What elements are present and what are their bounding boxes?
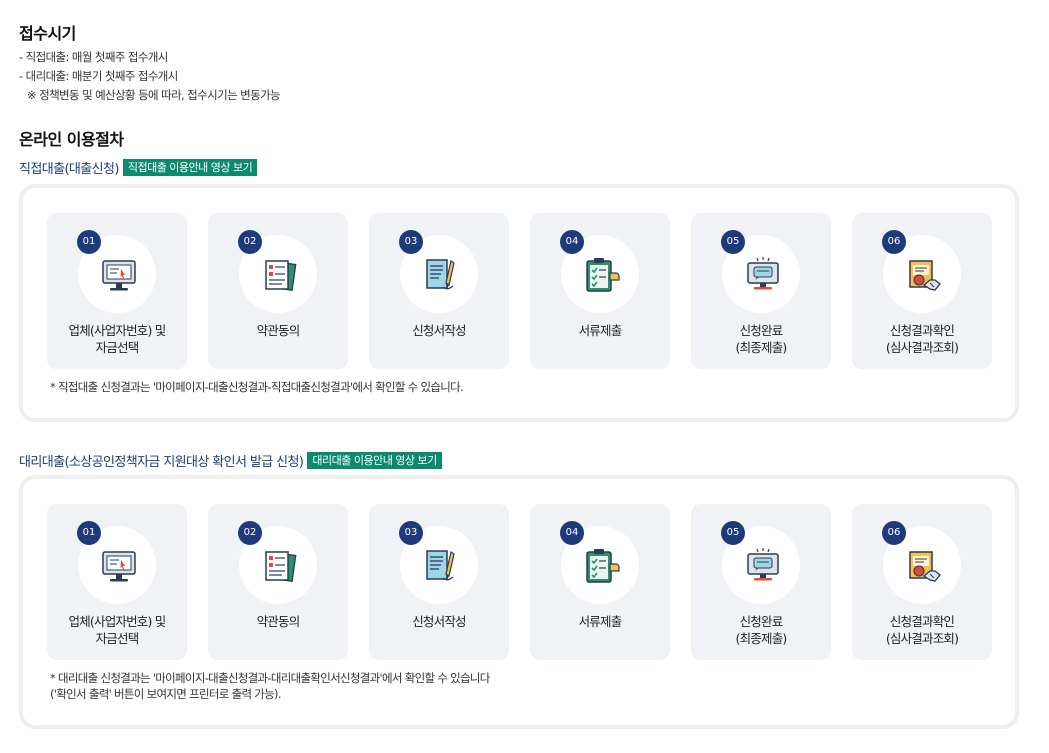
step-number-badge: 04 <box>560 521 584 545</box>
direct-step-card-02: 02 약관동의 <box>208 213 348 369</box>
reception-title: 접수시기 <box>19 24 76 43</box>
step-number-badge: 01 <box>77 521 101 545</box>
step-label: 업체(사업자번호) 및 자금선택 <box>68 323 167 355</box>
proxy-step-card-06: 06 신청결과확인 (심사결과조회) <box>852 504 992 660</box>
form-pen-icon <box>426 550 455 581</box>
proxy-loan-steps-panel: 01 업체(사업자번호) 및 자금선택 02 약관동의 03 <box>19 475 1019 729</box>
proxy-loan-note: * 대리대출 신청결과는 '마이페이지-대출신청결과-대리대출확인서신청결과'에… <box>50 671 490 685</box>
proxy-step-card-02: 02 약관동의 <box>208 504 348 660</box>
step-number-badge: 03 <box>399 230 423 254</box>
proxy-loan-note-print: ('확인서 출력' 버튼이 보여지면 프린터로 출력 가능). <box>50 687 281 701</box>
step-label: 신청서작성 <box>412 614 466 629</box>
step-label: 신청서작성 <box>412 323 466 338</box>
step-label: 업체(사업자번호) 및 자금선택 <box>68 614 167 646</box>
computer-icon <box>102 551 136 582</box>
step-number-badge: 02 <box>238 230 262 254</box>
proxy-step-card-04: 04 서류제출 <box>530 504 670 660</box>
monitor-message-icon <box>747 548 779 581</box>
step-number-badge: 01 <box>77 230 101 254</box>
step-label: 약관동의 <box>256 614 301 629</box>
direct-loan-heading: 직접대출(대출신청) <box>19 162 119 177</box>
step-label: 약관동의 <box>256 323 301 338</box>
direct-loan-heading-row: 직접대출(대출신청) 직접대출 이용안내 영상 보기 <box>19 158 258 177</box>
step-label: 신청결과확인 (심사결과조회) <box>885 614 959 646</box>
direct-step-card-06: 06 신청결과확인 (심사결과조회) <box>852 213 992 369</box>
step-label: 서류제출 <box>578 323 623 338</box>
proxy-loan-video-button[interactable]: 대리대출 이용안내 영상 보기 <box>307 452 442 469</box>
step-label: 신청완료 (최종제출) <box>735 614 788 646</box>
step-number-badge: 06 <box>882 230 906 254</box>
reception-line-notice: ※ 정책변동 및 예산상황 등에 따라, 접수시기는 변동가능 <box>27 88 281 102</box>
step-label: 신청결과확인 (심사결과조회) <box>885 323 959 355</box>
direct-loan-steps-panel: 01 업체(사업자번호) 및 자금선택 02 약관동의 03 <box>19 184 1019 422</box>
clipboard-check-icon <box>586 258 620 292</box>
step-label: 서류제출 <box>578 614 623 629</box>
procedure-title: 온라인 이용절차 <box>19 130 124 149</box>
proxy-loan-heading: 대리대출(소상공인정책자금 지원대상 확인서 발급 신청) <box>19 455 304 470</box>
step-number-badge: 02 <box>238 521 262 545</box>
proxy-step-card-01: 01 업체(사업자번호) 및 자금선택 <box>47 504 187 660</box>
reception-line-proxy: - 대리대출: 매분기 첫째주 접수개시 <box>19 69 178 83</box>
step-number-badge: 06 <box>882 521 906 545</box>
step-number-badge: 05 <box>721 230 745 254</box>
form-pen-icon <box>426 259 455 290</box>
handshake-icon <box>909 551 941 582</box>
proxy-loan-heading-row: 대리대출(소상공인정책자금 지원대상 확인서 발급 신청) 대리대출 이용안내 … <box>19 451 442 470</box>
proxy-step-card-05: 05 신청완료 (최종제출) <box>691 504 831 660</box>
computer-icon <box>102 260 136 291</box>
step-number-badge: 03 <box>399 521 423 545</box>
direct-loan-video-button[interactable]: 직접대출 이용안내 영상 보기 <box>122 159 258 176</box>
direct-step-card-04: 04 서류제출 <box>530 213 670 369</box>
monitor-message-icon <box>747 257 779 290</box>
proxy-step-card-03: 03 신청서작성 <box>369 504 509 660</box>
direct-step-card-01: 01 업체(사업자번호) 및 자금선택 <box>47 213 187 369</box>
step-number-badge: 04 <box>560 230 584 254</box>
direct-loan-note: * 직접대출 신청결과는 '마이페이지-대출신청결과-직접대출신청결과'에서 확… <box>50 380 464 394</box>
handshake-icon <box>909 260 941 291</box>
documents-icon <box>265 551 297 582</box>
direct-step-card-05: 05 신청완료 (최종제출) <box>691 213 831 369</box>
documents-icon <box>265 260 297 291</box>
clipboard-check-icon <box>586 549 620 583</box>
step-label: 신청완료 (최종제출) <box>735 323 788 355</box>
step-number-badge: 05 <box>721 521 745 545</box>
reception-line-direct: - 직접대출: 매월 첫째주 접수개시 <box>19 50 168 64</box>
direct-step-card-03: 03 신청서작성 <box>369 213 509 369</box>
